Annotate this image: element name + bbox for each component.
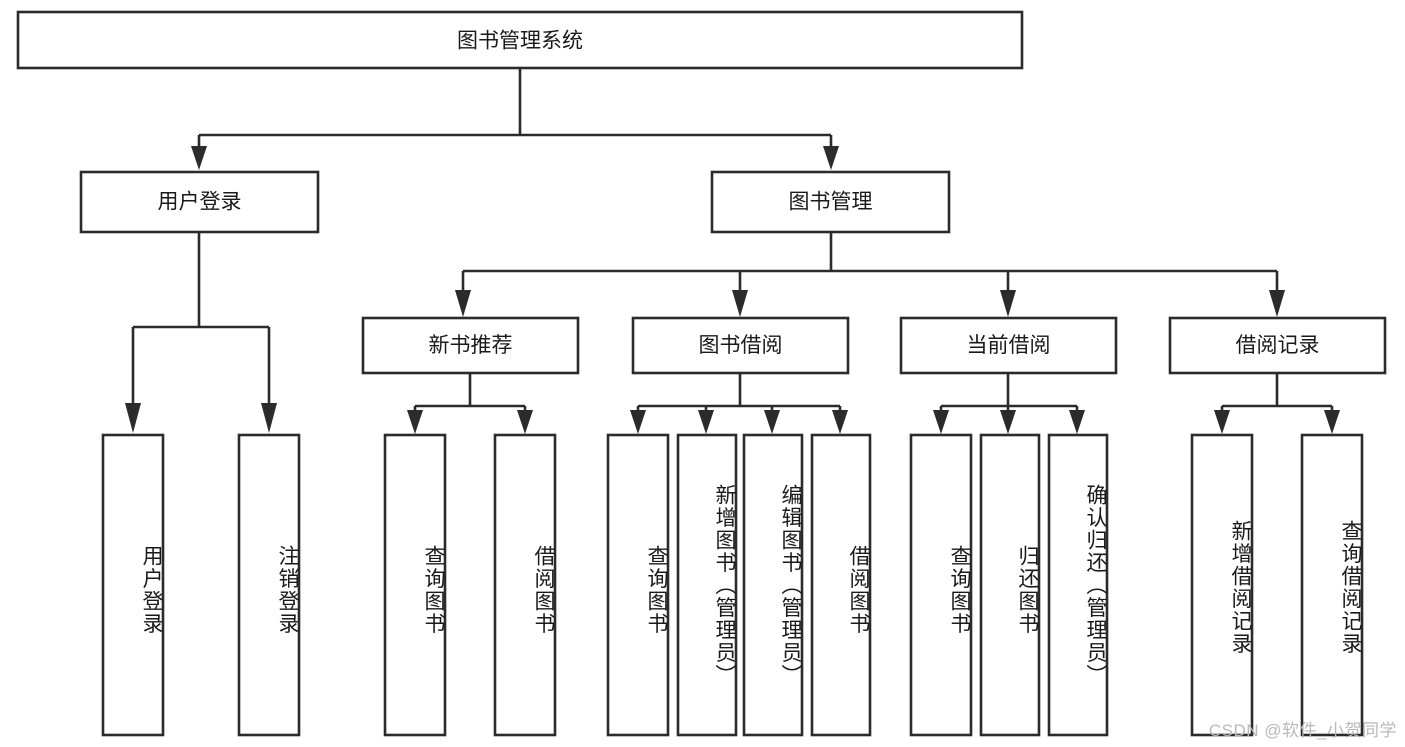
arrow-leaf-edit-book <box>764 410 780 434</box>
node-book-borrow[interactable]: 图书借阅 <box>631 316 850 375</box>
book-management-label: 图书管理 <box>789 191 873 214</box>
book-management-box[interactable] <box>710 170 951 234</box>
arrow-leaf-confirm-return <box>1069 410 1085 434</box>
borrow-record-label: 借阅记录 <box>1236 334 1320 357</box>
current-borrow-box[interactable] <box>899 316 1118 375</box>
arrow-user-login <box>191 146 207 170</box>
arrow-book-management <box>823 146 839 170</box>
arrow-borrow-record <box>1269 290 1285 317</box>
node-new-book-recommend[interactable]: 新书推荐 <box>361 316 580 375</box>
arrow-current-borrow <box>1000 290 1016 317</box>
leaf-borrow-book-2-box[interactable] <box>810 433 872 737</box>
arrow-leaf-add-book <box>698 410 714 434</box>
arrow-leaf-user-login <box>125 403 141 433</box>
node-user-login[interactable]: 用户登录 <box>79 170 320 234</box>
arrow-leaf-query-record <box>1324 410 1340 434</box>
borrow-record-box[interactable] <box>1168 316 1387 375</box>
new-book-recommend-label: 新书推荐 <box>429 334 513 357</box>
arrow-book-borrow <box>732 290 748 317</box>
leaf-query-book-3-box[interactable] <box>909 433 973 737</box>
leaf-borrow-book-1-box[interactable] <box>493 433 557 737</box>
leaf-add-record-box[interactable] <box>1190 433 1254 737</box>
arrow-leaf-borrow-book-1 <box>517 410 533 434</box>
node-book-management[interactable]: 图书管理 <box>710 170 951 234</box>
leaf-confirm-return-box[interactable] <box>1047 433 1109 737</box>
arrow-leaf-borrow-book-2 <box>832 410 848 434</box>
leaf-query-book-2-box[interactable] <box>606 433 670 737</box>
arrow-leaf-return-book <box>1000 410 1016 434</box>
arrow-leaf-query-book-2 <box>630 410 646 434</box>
node-root[interactable]: 图书管理系统 <box>16 10 1024 70</box>
book-borrow-label: 图书借阅 <box>699 334 783 357</box>
root-label: 图书管理系统 <box>457 30 583 53</box>
arrow-leaf-query-book-3 <box>933 410 949 434</box>
leaf-user-login-box[interactable] <box>101 433 165 737</box>
new-book-recommend-box[interactable] <box>361 316 580 375</box>
arrow-leaf-query-book-1 <box>407 410 423 434</box>
leaf-logout-box[interactable] <box>237 433 301 737</box>
node-current-borrow[interactable]: 当前借阅 <box>899 316 1118 375</box>
book-borrow-box[interactable] <box>631 316 850 375</box>
leaf-query-record-box[interactable] <box>1300 433 1364 737</box>
leaf-edit-book-box[interactable] <box>742 433 804 737</box>
leaf-query-book-1-box[interactable] <box>383 433 447 737</box>
arrow-leaf-add-record <box>1214 410 1230 434</box>
leaf-add-book-box[interactable] <box>676 433 738 737</box>
user-login-label: 用户登录 <box>158 191 242 214</box>
root-box[interactable] <box>16 10 1024 70</box>
arrow-leaf-logout <box>261 403 277 433</box>
current-borrow-label: 当前借阅 <box>967 334 1051 357</box>
arrow-new-book-recommend <box>455 290 471 317</box>
node-borrow-record[interactable]: 借阅记录 <box>1168 316 1387 375</box>
csdn-watermark: CSDN @软件_小贺同学 <box>1208 721 1397 740</box>
leaf-return-book-box[interactable] <box>979 433 1041 737</box>
